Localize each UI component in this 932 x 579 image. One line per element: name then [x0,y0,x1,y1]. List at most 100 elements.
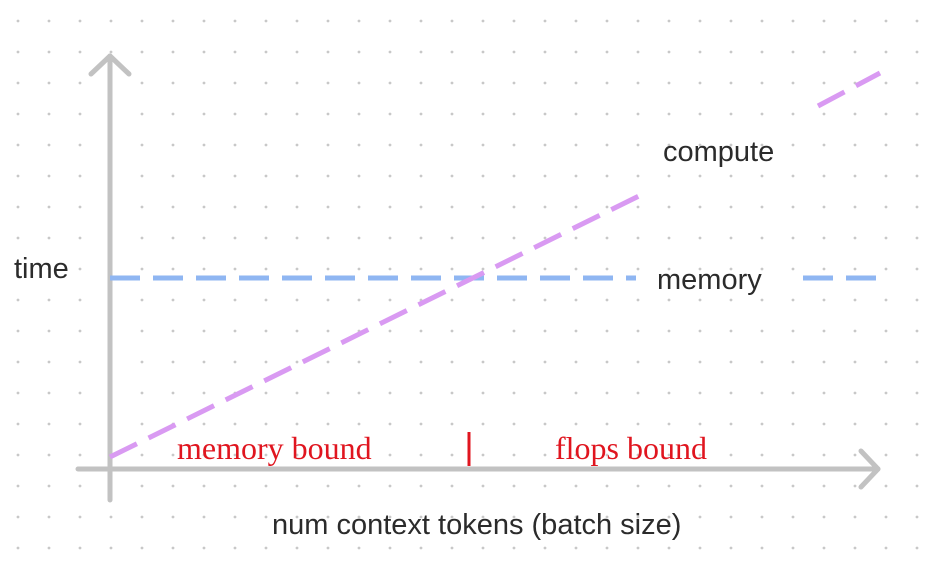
grid-dot [264,81,268,85]
grid-dot [264,484,268,488]
grid-dot [388,422,392,426]
grid-dot [853,453,857,457]
grid-dot [512,329,516,333]
grid-dot [295,329,299,333]
grid-dot [16,360,20,364]
grid-dot [481,50,485,54]
grid-dot [760,453,764,457]
grid-dot [822,174,826,178]
grid-dot [264,515,268,519]
grid-dot [419,236,423,240]
grid-dot [388,143,392,147]
grid-dot [636,267,640,271]
grid-dot [450,484,454,488]
grid-dot [698,205,702,209]
grid-dot [884,267,888,271]
grid-dot [419,484,423,488]
grid-dot [729,267,733,271]
grid-dot [884,205,888,209]
grid-dot [667,174,671,178]
grid-dot [853,515,857,519]
grid-dot [140,515,144,519]
grid-dot [636,298,640,302]
grid-dot [233,112,237,116]
grid-dot [853,19,857,23]
grid-dot [512,391,516,395]
grid-dot [636,391,640,395]
grid-dot [605,236,609,240]
grid-dot [326,298,330,302]
grid-dot [729,453,733,457]
grid-dot [667,236,671,240]
grid-dot [357,515,361,519]
grid-dot [140,329,144,333]
grid-dot [264,143,268,147]
grid-dot [264,546,268,550]
grid-dot [140,546,144,550]
grid-dot [760,546,764,550]
grid-dot [853,298,857,302]
grid-dot [760,484,764,488]
grid-dot [388,453,392,457]
grid-dot [822,267,826,271]
grid-dot [884,391,888,395]
grid-dot [791,422,795,426]
grid-dot [47,422,51,426]
grid-dot [729,329,733,333]
grid-dot [915,391,919,395]
x-axis-label: num context tokens (batch size) [272,509,681,541]
grid-dot [822,81,826,85]
grid-dot [543,19,547,23]
grid-dot [78,174,82,178]
grid-dot [822,329,826,333]
grid-dot [729,298,733,302]
grid-dot [295,143,299,147]
grid-dot [202,546,206,550]
grid-dot [543,298,547,302]
grid-dot [202,267,206,271]
grid-dot [791,19,795,23]
grid-dot [636,205,640,209]
grid-dot [543,267,547,271]
grid-dot [667,391,671,395]
grid-dot [202,50,206,54]
grid-dot [667,50,671,54]
grid-dot [605,360,609,364]
grid-dot [543,81,547,85]
grid-dot [512,515,516,519]
grid-dot [512,546,516,550]
grid-dot [47,360,51,364]
grid-dot [884,236,888,240]
grid-dot [326,329,330,333]
grid-dot [450,236,454,240]
grid-dot [326,391,330,395]
grid-dot [264,19,268,23]
grid-dot [512,422,516,426]
grid-dot [326,267,330,271]
grid-dot [512,360,516,364]
grid-dot [326,515,330,519]
grid-dot [574,515,578,519]
grid-dot [729,391,733,395]
grid-dot [853,484,857,488]
grid-dot [543,174,547,178]
grid-dot [729,515,733,519]
grid-dot [419,267,423,271]
grid-dot [450,50,454,54]
grid-dot [481,329,485,333]
grid-dot [233,484,237,488]
grid-dot [760,205,764,209]
grid-dot [667,298,671,302]
y-axis-label: time [14,253,69,285]
grid-dot [915,19,919,23]
grid-dot [357,236,361,240]
grid-dot [822,205,826,209]
grid-dot [574,50,578,54]
grid-dot [233,174,237,178]
grid-dot [233,236,237,240]
grid-dot [419,143,423,147]
grid-dot [419,112,423,116]
grid-dot [388,267,392,271]
grid-dot [16,143,20,147]
